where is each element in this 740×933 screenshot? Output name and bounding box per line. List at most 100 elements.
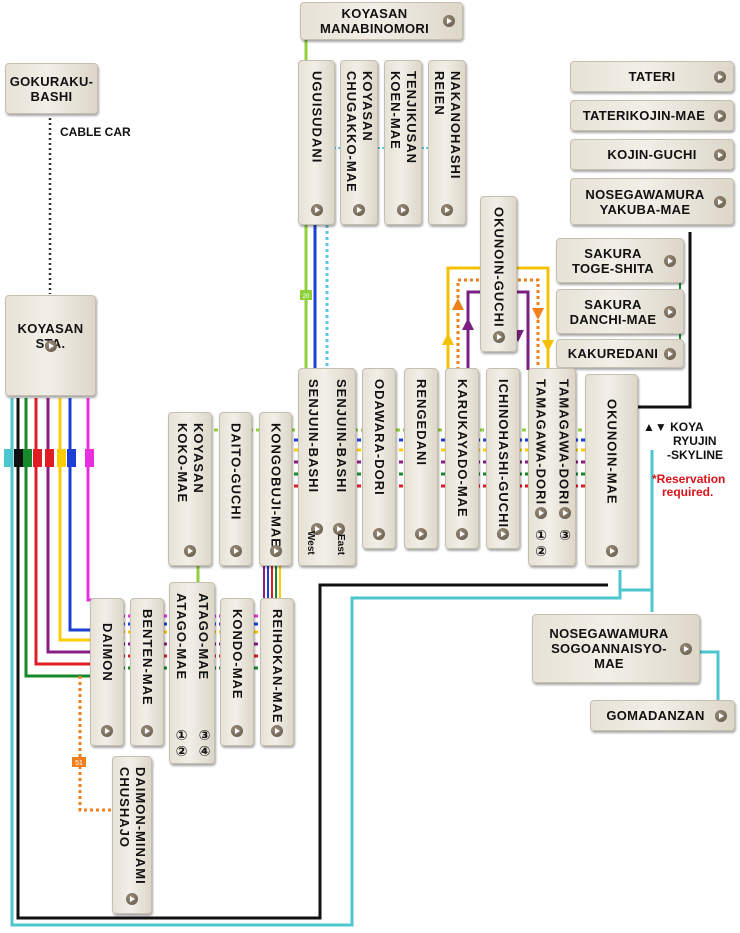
play-icon[interactable] bbox=[353, 204, 365, 216]
play-icon[interactable] bbox=[715, 709, 727, 722]
station-label-34: ATAGO-MAE bbox=[196, 593, 211, 681]
station-kongobuji-mae[interactable]: KONGOBUJI-MAE bbox=[259, 412, 292, 566]
station-taterikojin-mae[interactable]: TATERIKOJIN-MAE bbox=[570, 100, 734, 131]
play-icon[interactable] bbox=[441, 204, 453, 216]
play-icon[interactable] bbox=[714, 148, 726, 161]
station-daito-guchi[interactable]: DAITO-GUCHI bbox=[219, 412, 252, 566]
station-daimon-minami-chushajo[interactable]: DAIMON-MINAMI CHUSHAJO bbox=[112, 756, 152, 914]
play-icon[interactable] bbox=[101, 725, 113, 737]
play-icon[interactable] bbox=[559, 507, 571, 519]
station-label-12: TAMAGAWA-DORI bbox=[533, 379, 549, 506]
station-ichinohashi-guchi[interactable]: ICHINOHASHI-GUCHI bbox=[486, 368, 520, 549]
route-line-cyan bbox=[10, 398, 622, 927]
station-nakanohashi-reien[interactable]: NAKANOHASHI REIEN bbox=[428, 60, 466, 225]
station-label: DAITO-GUCHI bbox=[228, 423, 244, 521]
station-kondo-mae[interactable]: KONDO-MAE bbox=[220, 598, 254, 746]
station-koyasan-manabinomori[interactable]: KOYASAN MANABINOMORI bbox=[300, 2, 463, 40]
station-kojin-guchi[interactable]: KOJIN-GUCHI bbox=[570, 139, 734, 170]
play-icon[interactable] bbox=[229, 545, 242, 557]
play-icon[interactable] bbox=[126, 893, 138, 905]
station-gokuraku-bashi[interactable]: GOKURAKU- BASHI bbox=[5, 63, 98, 114]
station-label: DAIMON-MINAMI CHUSHAJO bbox=[117, 767, 148, 885]
play-icon[interactable] bbox=[714, 70, 726, 83]
station-koyasan-koko-mae[interactable]: KOYASAN KOKO-MAE bbox=[168, 412, 212, 566]
play-icon[interactable] bbox=[415, 528, 427, 540]
station-label-east: SENJUIN-BASHI bbox=[334, 379, 349, 494]
play-icon[interactable] bbox=[535, 507, 547, 519]
play-icon[interactable] bbox=[231, 725, 243, 737]
station-daimon[interactable]: DAIMON bbox=[90, 598, 124, 746]
station-sakura-danchi-mae[interactable]: SAKURA DANCHI-MAE bbox=[556, 289, 684, 334]
play-icon[interactable] bbox=[271, 725, 283, 737]
play-icon[interactable] bbox=[664, 254, 676, 267]
up-down-arrows-icon: ▲▼ bbox=[643, 420, 667, 434]
route-line-red bbox=[34, 398, 100, 666]
play-icon[interactable] bbox=[269, 545, 282, 557]
station-nosegawamura-yakuba-mae[interactable]: NOSEGAWAMURA YAKUBA-MAE bbox=[570, 178, 734, 225]
route-line-purple bbox=[46, 398, 100, 654]
play-icon[interactable] bbox=[492, 331, 505, 343]
station-label: OKUNOIN-GUCHI bbox=[491, 207, 507, 328]
play-icon[interactable] bbox=[714, 109, 726, 122]
station-sakura-toge-shita[interactable]: SAKURA TOGE-SHITA bbox=[556, 238, 684, 283]
station-label: KOYASAN KOKO-MAE bbox=[175, 423, 206, 504]
play-icon[interactable] bbox=[456, 528, 468, 540]
station-label-12: ATAGO-MAE bbox=[174, 593, 189, 681]
station-koyasan-sta[interactable]: KOYASAN STA. bbox=[5, 295, 96, 396]
cable-car-label: CABLE CAR bbox=[60, 125, 131, 139]
station-label: KOYASAN CHUGAKKO-MAE bbox=[344, 71, 375, 193]
play-icon[interactable] bbox=[397, 204, 409, 216]
station-label: OKUNOIN-MAE bbox=[604, 399, 620, 505]
station-label: NOSEGAWAMURA SOGOANNAISYO- MAE bbox=[549, 626, 669, 671]
station-rengedani[interactable]: RENGEDANI bbox=[404, 368, 438, 549]
station-tateri[interactable]: TATERI bbox=[570, 61, 734, 92]
station-okunoin-guchi[interactable]: OKUNOIN-GUCHI bbox=[480, 196, 517, 352]
play-icon[interactable] bbox=[605, 545, 618, 557]
play-icon[interactable] bbox=[373, 528, 385, 540]
play-icon[interactable] bbox=[497, 528, 509, 540]
station-okunoin-mae[interactable]: OKUNOIN-MAE bbox=[585, 374, 638, 566]
station-label: NAKANOHASHI REIEN bbox=[432, 71, 463, 180]
station-reihokan-mae[interactable]: REIHOKAN-MAE bbox=[260, 598, 294, 746]
play-icon[interactable] bbox=[45, 339, 57, 352]
station-label: DAIMON bbox=[100, 623, 115, 682]
route-line-green bbox=[24, 398, 100, 678]
station-gomadanzan[interactable]: GOMADANZAN bbox=[590, 700, 735, 731]
play-icon[interactable] bbox=[310, 204, 323, 216]
station-kakuredani[interactable]: KAKUREDANI bbox=[556, 339, 684, 368]
station-odawara-dori[interactable]: ODAWARA-DORI bbox=[362, 368, 396, 549]
station-koyasan-chugakko-mae[interactable]: KOYASAN CHUGAKKO-MAE bbox=[340, 60, 378, 225]
station-label: KOJIN-GUCHI bbox=[607, 147, 697, 162]
station-tenjikusan-koen-mae[interactable]: TENJIKUSAN KOEN-MAE bbox=[384, 60, 422, 225]
route-line-blue bbox=[68, 398, 100, 632]
play-icon[interactable] bbox=[664, 347, 676, 360]
svg-text:51: 51 bbox=[75, 760, 83, 767]
station-karukayado-mae[interactable]: KARUKAYADO-MAE bbox=[445, 368, 479, 549]
station-uguisudani[interactable]: UGUISUDANI bbox=[298, 60, 335, 225]
station-benten-mae[interactable]: BENTEN-MAE bbox=[130, 598, 164, 746]
station-label: GOKURAKU- BASHI bbox=[9, 73, 94, 104]
station-nosegawamura-sogoannaisyo-mae[interactable]: NOSEGAWAMURA SOGOANNAISYO- MAE bbox=[532, 614, 700, 683]
play-icon[interactable] bbox=[333, 523, 345, 535]
station-label: TENJIKUSAN KOEN-MAE bbox=[388, 71, 419, 165]
station-label: UGUISUDANI bbox=[309, 71, 325, 164]
play-icon[interactable] bbox=[714, 195, 726, 208]
play-icon[interactable] bbox=[141, 725, 153, 737]
svg-text:20: 20 bbox=[303, 294, 310, 300]
platform-east-label: East bbox=[335, 533, 346, 555]
play-icon[interactable] bbox=[184, 545, 196, 557]
station-label-west: SENJUIN-BASHI bbox=[306, 379, 321, 494]
route-line-black bbox=[16, 398, 608, 920]
play-icon[interactable] bbox=[680, 642, 692, 655]
station-label: KOYASAN MANABINOMORI bbox=[319, 6, 430, 36]
station-label: BENTEN-MAE bbox=[140, 609, 155, 706]
play-icon[interactable] bbox=[311, 523, 323, 535]
play-icon[interactable] bbox=[664, 305, 676, 318]
play-icon[interactable] bbox=[443, 15, 455, 27]
station-label: KARUKAYADO-MAE bbox=[455, 379, 470, 518]
